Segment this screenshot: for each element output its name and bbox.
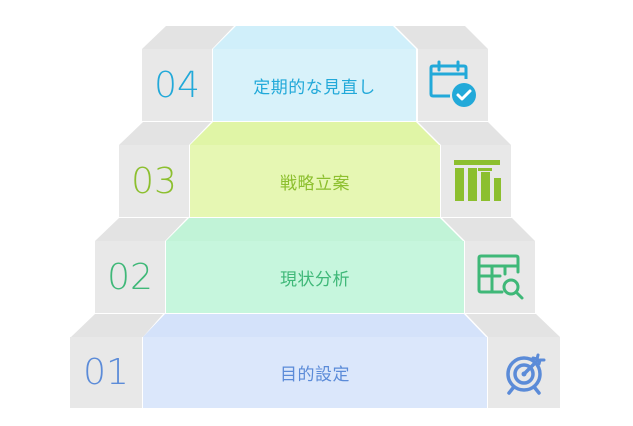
step4-left-top xyxy=(142,26,234,49)
step1-left-face xyxy=(70,337,142,408)
step-number-2: 02 xyxy=(107,256,153,298)
target-icon xyxy=(506,353,546,395)
step-label-3: 戦略立案 xyxy=(280,173,350,194)
step4-right-face xyxy=(418,49,488,121)
step-number-3: 03 xyxy=(131,160,177,202)
step2-face xyxy=(166,241,464,313)
step3-top xyxy=(190,122,439,145)
step2-right-top xyxy=(442,218,535,241)
bar-chart-icon xyxy=(454,160,501,201)
step3-left-top xyxy=(119,122,211,145)
step4-right-top xyxy=(395,26,488,49)
step4-top xyxy=(213,26,416,49)
step2-left-face xyxy=(95,241,165,313)
step3-right-top xyxy=(418,122,511,145)
step-label-4: 定期的な見直し xyxy=(253,77,376,98)
step3-left-face xyxy=(119,145,189,217)
step-number-1: 01 xyxy=(83,352,129,393)
step4-left-face xyxy=(142,49,212,121)
step-label-1: 目的設定 xyxy=(280,365,350,385)
step-label-2: 現状分析 xyxy=(280,269,350,290)
step4-face xyxy=(213,49,416,121)
step1-top xyxy=(143,314,486,337)
calendar-check-icon xyxy=(429,60,476,107)
step-number-4: 04 xyxy=(154,64,200,106)
step3-face xyxy=(190,145,440,217)
step1-left-top xyxy=(71,314,163,337)
step1-right-top xyxy=(466,314,560,337)
step2-left-top xyxy=(95,218,187,241)
step1-face xyxy=(143,337,487,408)
step2-top xyxy=(166,218,463,241)
spreadsheet-search-icon xyxy=(477,254,524,300)
